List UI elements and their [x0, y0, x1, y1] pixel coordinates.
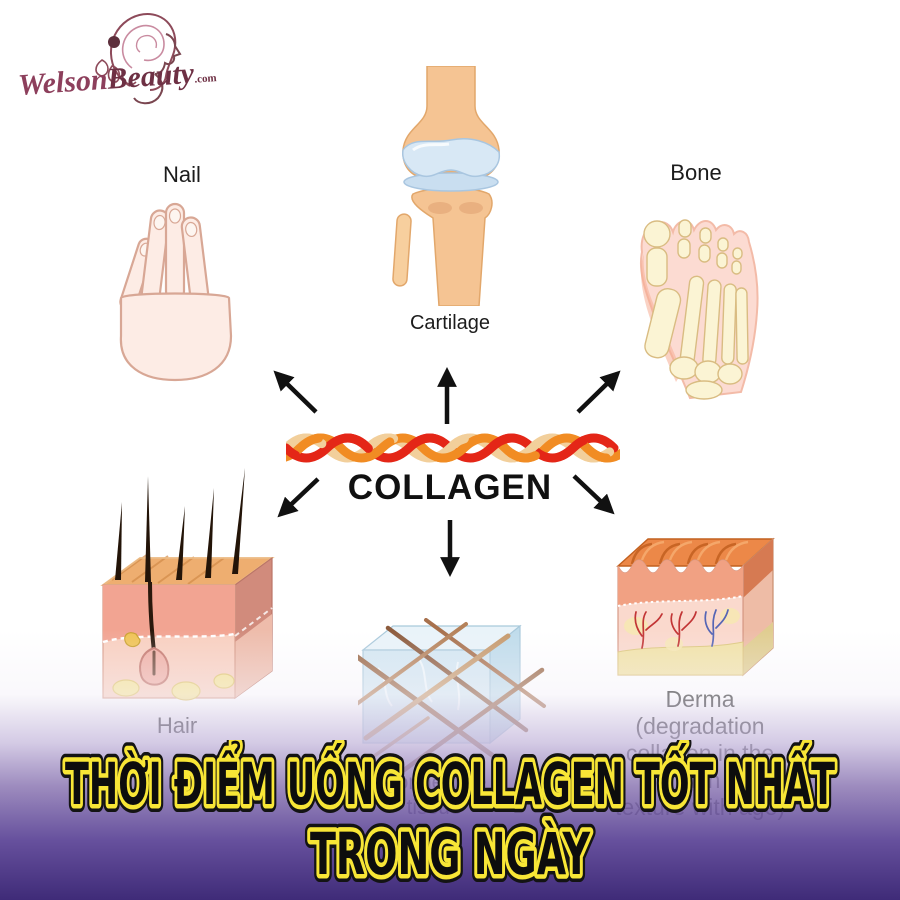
foot-bones-illustration: [640, 219, 759, 400]
arrow-up-left: [273, 370, 318, 414]
bone-label: Bone: [670, 160, 722, 185]
knee-joint-illustration: [392, 66, 501, 306]
svg-text:THỜI ĐIỂM UỐNG COLLAGEN TỐT NH: THỜI ĐIỂM UỐNG COLLAGEN TỐT NHẤT: [65, 740, 835, 818]
arrow-down-left: [277, 477, 320, 518]
derma-skin-illustration: [616, 537, 775, 677]
banner-line-2: TRONG NGÀY TRONG NGÀY TRONG NGÀY: [302, 811, 599, 896]
derma-label-line2: (degradation: [635, 713, 765, 739]
hair-label: Hair: [156, 713, 198, 738]
banner-line-1: THỜI ĐIỂM UỐNG COLLAGEN TỐT NHẤT THỜI ĐI…: [57, 740, 843, 826]
arrow-down-right: [572, 474, 615, 515]
arrow-up-right: [576, 370, 621, 414]
derma-label-line1: Derma: [665, 686, 735, 712]
nail-label: Nail: [163, 162, 201, 187]
logo-woman-illustration: [95, 13, 182, 105]
cartilage-label: Cartilage: [409, 312, 491, 334]
svg-text:TRONG NGÀY: TRONG NGÀY: [310, 819, 591, 888]
hair-skin-illustration: [99, 468, 276, 701]
banner: THỜI ĐIỂM UỐNG COLLAGEN TỐT NHẤT THỜI ĐI…: [57, 740, 843, 896]
collagen-title: COLLAGEN: [347, 468, 553, 507]
hand-illustration: [119, 202, 233, 382]
collagen-fiber-illustration: [286, 433, 620, 463]
